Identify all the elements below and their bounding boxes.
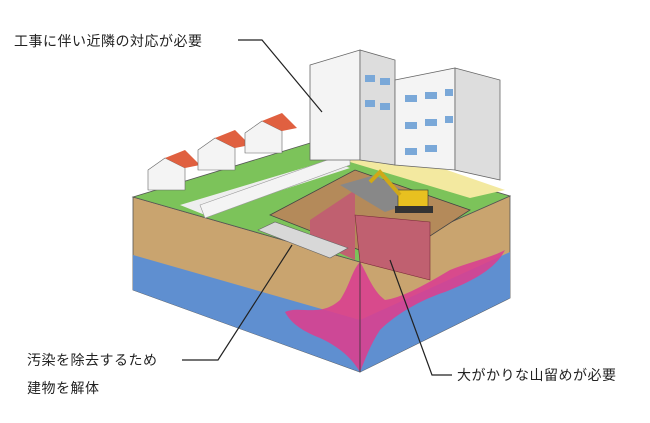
groundwater-right bbox=[360, 252, 510, 372]
label-neighborhood-response: 工事に伴い近隣の対応が必要 bbox=[14, 34, 203, 50]
contamination-plume bbox=[285, 250, 505, 372]
ground-block bbox=[131, 139, 512, 373]
label-demolish-line1: 汚染を除去するため bbox=[27, 353, 158, 369]
fence bbox=[199, 151, 351, 219]
label-retaining-wall: 大がかりな山留めが必要 bbox=[457, 368, 617, 384]
apartment-buildings bbox=[309, 49, 501, 181]
groundwater-left bbox=[133, 255, 360, 372]
excavator bbox=[368, 169, 433, 213]
retaining-wall-right bbox=[354, 214, 431, 281]
leader-line-neighborhood bbox=[238, 39, 323, 113]
concrete-slab bbox=[257, 221, 349, 259]
label-demolish-line2: 建物を解体 bbox=[27, 381, 100, 397]
houses bbox=[147, 113, 297, 191]
leader-line-demolish bbox=[182, 244, 293, 361]
leader-line-retaining bbox=[389, 259, 452, 376]
